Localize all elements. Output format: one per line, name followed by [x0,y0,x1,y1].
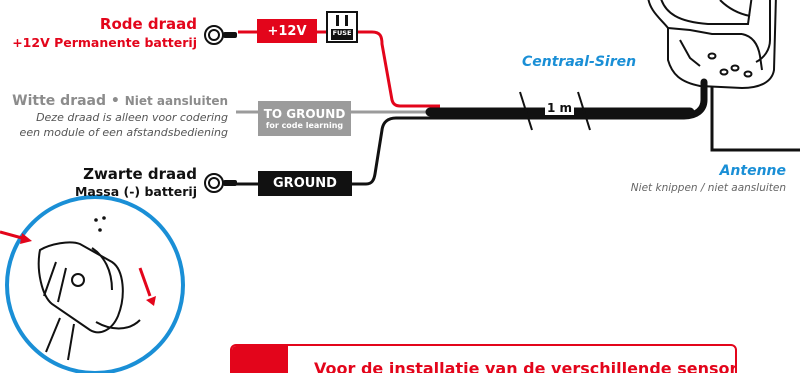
to-ground-tag: TO GROUND for code learning [258,101,351,136]
fuse-label: FUSE [332,29,352,37]
plus12v-tag: +12V [257,19,317,43]
black-wire-subtitle: Massa (-) batterij [74,184,197,199]
siren-body [647,0,777,90]
ground-tag: GROUND [258,171,352,196]
notice-text: Voor de installatie van de verschillende… [314,359,737,373]
red-wire [238,30,440,108]
siren-label: Centraal-Siren [522,54,637,70]
white-wire-separator: • [110,93,120,109]
white-wire-description-2: een module of een afstandsbediening [19,126,228,139]
to-ground-sublabel: for code learning [265,121,344,130]
antenna-note: Niet knippen / niet aansluiten [630,182,786,194]
mounting-detail [0,195,185,373]
antenna-wire [710,86,800,152]
black-wire-title: Zwarte draad [83,165,197,183]
white-wire-note: Niet aansluiten [124,94,228,108]
notice-accent-bar [232,346,288,373]
white-wire-title: Witte draad • Niet aansluiten [12,93,228,109]
white-wire-description-1: Deze draad is alleen voor codering [36,111,228,124]
ground-label: GROUND [273,176,337,191]
fuse-icon [326,11,358,43]
antenna-label: Antenne [719,163,786,179]
white-wire-title-text: Witte draad [12,93,107,109]
red-wire-subtitle: +12V Permanente batterij [12,35,197,50]
installation-notice: Voor de installatie van de verschillende… [230,344,737,373]
black-wire [236,116,440,186]
black-ring-terminal [204,173,237,193]
to-ground-label: TO GROUND [263,107,346,121]
red-wire-title: Rode draad [99,15,197,33]
red-ring-terminal [204,25,237,45]
length-break-marks [519,91,591,131]
length-label: 1 m [545,101,575,116]
plus12v-label: +12V [267,23,307,39]
